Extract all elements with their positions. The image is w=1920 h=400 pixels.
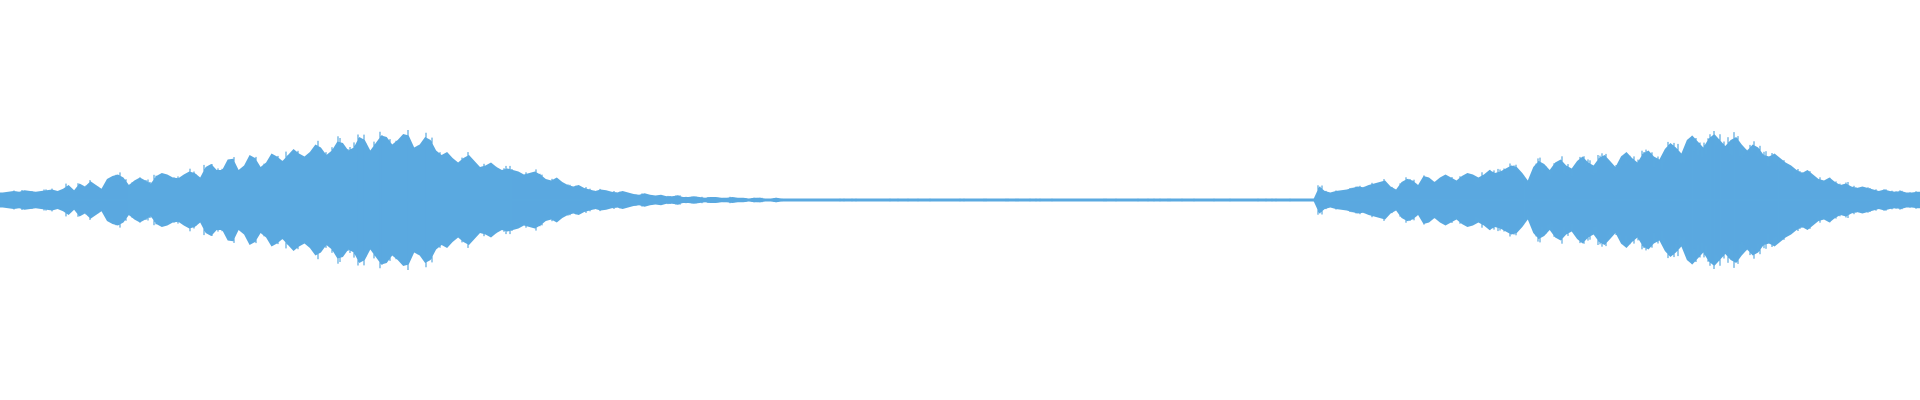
waveform-channel (0, 130, 1920, 270)
